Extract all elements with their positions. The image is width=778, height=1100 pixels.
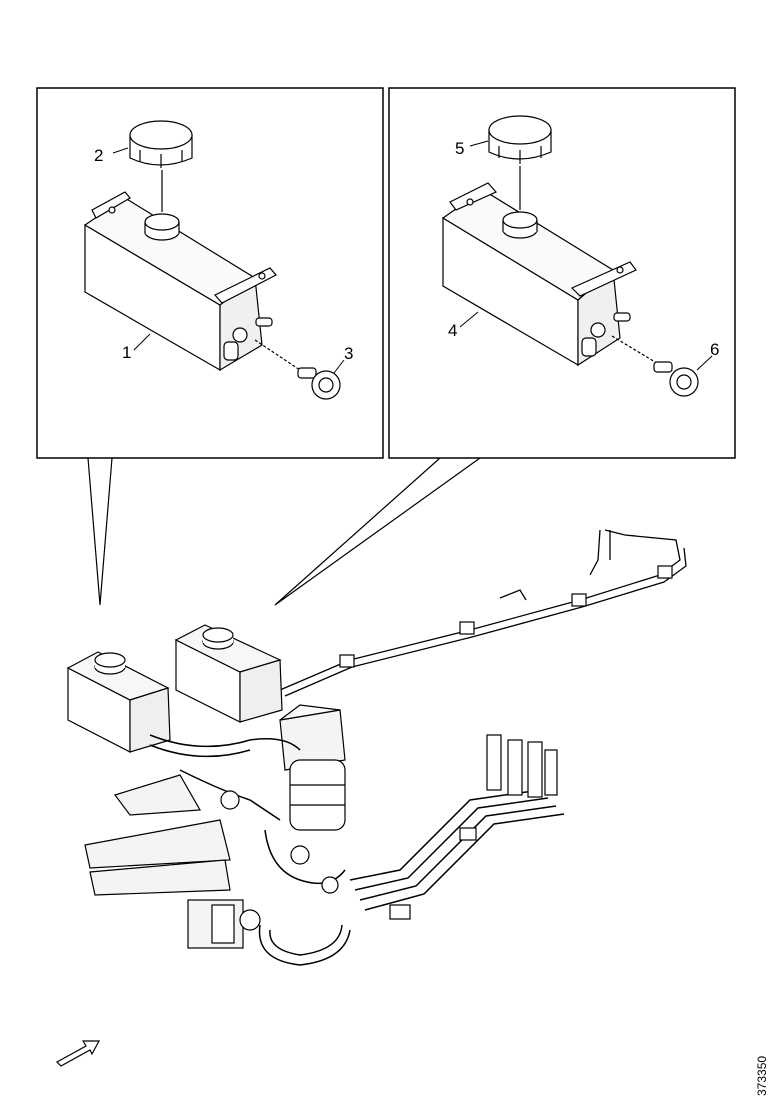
detail-panel-right: 5 4 6 [274,87,736,606]
master-cylinder [279,704,346,831]
bleed-screw-6 [653,361,699,397]
reference-code: 373350 [755,1055,769,1096]
reservoir-cap-2 [129,120,193,212]
pipe-end-fittings [486,734,558,798]
assembly-tank-right [174,624,283,723]
mounting-brackets [84,774,231,896]
direction-arrow-icon [56,1040,101,1067]
reservoir-tank-1 [83,191,301,372]
detail-panel-left: 2 1 3 [36,87,384,606]
callout-3: 3 [344,344,353,363]
callout-1: 1 [122,343,131,362]
brake-assembly [66,529,687,966]
valve-block [187,790,477,949]
assembly-tank-left [66,651,171,753]
reservoir-cap-5 [488,115,552,210]
hydraulic-hoses [149,734,565,966]
callout-2: 2 [94,146,103,165]
callout-4: 4 [448,321,457,340]
brake-pipes-upper [279,529,687,697]
bleed-screw-3 [297,367,341,400]
callout-6: 6 [710,340,719,359]
callout-5: 5 [455,139,464,158]
reservoir-tank-4 [441,182,661,367]
